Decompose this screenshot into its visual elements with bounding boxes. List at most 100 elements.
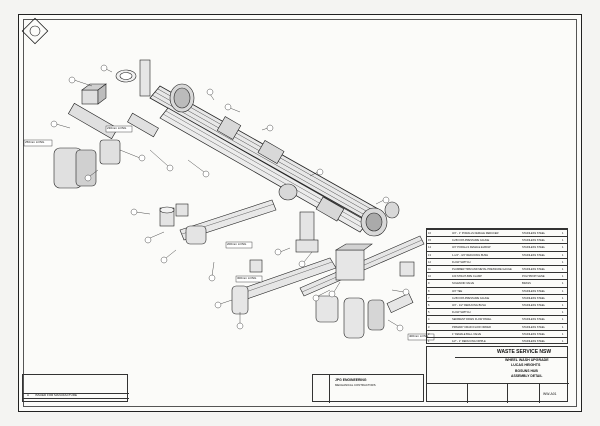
bom-row: 9 SOLENOID VALVE BRASS 1 <box>426 279 568 287</box>
bom-qty: 1 <box>562 282 564 286</box>
bom-no: 13 <box>428 253 431 257</box>
revision-desc: ISSUED FOR MANUFACTURE <box>35 393 78 397</box>
bom-no: 7 <box>428 296 430 300</box>
bom-row: 16 3/4" - 1" PORALLS FEMALE REDUCER STAINL… <box>426 229 568 237</box>
bom-desc: FLOW SWITCH <box>452 260 471 264</box>
designer-name: JPG ENGINEERING <box>335 378 367 382</box>
bom-row: 11 PLUMBER TRIM AND METAL PRESSURE GAUGE S… <box>426 265 568 273</box>
bom-no: 1 <box>428 340 430 343</box>
callout-balloons <box>50 64 410 332</box>
bom-mat: STAINLESS STEEL <box>522 239 546 243</box>
bom-row: 13 1-1/4" - 3/4" REDUCING BUSH STAINLESS S… <box>426 250 568 259</box>
bom-qty: 1 <box>562 289 564 293</box>
drawing-frame <box>23 19 577 407</box>
bom-no: 2 <box>428 332 430 336</box>
dimension-boxes <box>23 125 435 341</box>
bom-desc: 3/4" PORALLS FEMALE ELBOW <box>452 246 491 250</box>
bom-desc: 1/2" - 1" REDUCING NIPPLE <box>452 340 486 343</box>
bom-qty: 1 <box>562 246 564 250</box>
project-name: WHEEL WASH UPGRADE <box>505 358 549 362</box>
bom-qty: 1 <box>562 275 564 279</box>
bom-qty: 1 <box>562 340 564 343</box>
bom-row: 8 3/4" TEE STAINLESS STEEL 1 <box>426 286 568 295</box>
dimension-label: 200mm LONG <box>227 242 247 247</box>
bom-row: 12 FLOW SWITCH 1 <box>426 257 568 266</box>
sheet-title-1: BOSUNS HUB <box>515 369 538 373</box>
bom-no: 16 <box>428 232 431 235</box>
bom-no: 14 <box>428 246 431 250</box>
bom-no: 10 <box>428 275 431 279</box>
company-name: WASTE SERVICE NSW <box>497 349 552 355</box>
bom-row: 15 0-250 KPA PRESSURE GAUGE STAINLESS STEE… <box>426 236 568 244</box>
bom-desc: 3/4" - 1" PORALLS FEMALE REDUCER <box>452 232 499 235</box>
bom-mat: STAINLESS STEEL <box>522 253 546 257</box>
site-name: LUCAS HEIGHTS <box>511 363 541 367</box>
dimension-label: 400mm LONG <box>409 334 429 339</box>
bom-no: 5 <box>428 311 430 315</box>
bom-row: 10 100 STRAIT-BPE CLAMP POLYPROPYLENE 1 <box>426 272 568 280</box>
dimension-label: 300mm LONG <box>237 276 257 281</box>
bom-mat: STAINLESS STEEL <box>522 268 546 271</box>
bom-mat: STAINLESS STEEL <box>522 340 546 343</box>
bom-desc: 3/4" - 1/2" REDUCING BUSH <box>452 304 486 307</box>
bom-row: 6 3/4" - 1/2" REDUCING BUSH STAINLESS STEE… <box>426 301 568 309</box>
bom-mat: BRASS <box>522 282 531 286</box>
sheet-title-2: ASSEMBLY DETAIL <box>511 374 543 378</box>
lower-pipe-assembly <box>231 235 425 339</box>
middle-branch <box>159 199 319 253</box>
designer-block: JPG ENGINEERING MECHANICAL CONTRACTORS <box>312 374 424 403</box>
bom-row: 1 1/2" - 1" REDUCING NIPPLE STAINLESS STEE… <box>426 337 568 345</box>
bom-mat: STAINLESS STEEL <box>522 332 546 336</box>
bom-qty: 1 <box>562 332 564 336</box>
bom-desc: 1" FEMALE BALL VALVE <box>452 332 482 336</box>
bom-table <box>426 228 568 344</box>
bom-qty: 1 <box>562 296 564 300</box>
bom-no: 3 <box>428 325 430 329</box>
bom-qty: 1 <box>562 260 564 264</box>
bom-no: 9 <box>428 282 430 286</box>
bom-no: 12 <box>428 260 431 264</box>
bom-mat: STAINLESS STEEL <box>522 232 546 235</box>
upper-fittings <box>169 83 400 237</box>
bom-desc: SOLENOID VALVE <box>452 282 475 286</box>
corner-logo <box>21 17 49 45</box>
bom-row: 3 PRIMARY DRAIN FLOW ORDER STAINLESS STEEL… <box>426 322 568 331</box>
dimension-label: 250mm LONG <box>25 140 45 145</box>
bom-desc: 0-250 KPA PRESSURE GAUGE <box>452 239 490 243</box>
bom-no: 11 <box>428 268 431 271</box>
title-block: WASTE SERVICE NSW WHEEL WASH UPGRADE LUC… <box>426 346 569 403</box>
bom-qty: 1 <box>562 318 564 322</box>
bom-mat: POLYPROPYLENE <box>522 275 545 279</box>
bom-desc: SEDIMENT DRAIN FLOW PANEL <box>452 318 492 322</box>
bom-qty: 1 <box>562 325 564 329</box>
bom-qty: 1 <box>562 239 564 243</box>
bom-mat: STAINLESS STEEL <box>522 304 546 307</box>
bom-desc: PLUMBER TRIM AND METAL PRESSURE GAUGE <box>452 268 512 271</box>
bom-no: 15 <box>428 239 431 243</box>
bom-no: 4 <box>428 318 430 322</box>
bom-row: 14 3/4" PORALLS FEMALE ELBOW STAINLESS STE… <box>426 243 568 251</box>
bom-no: 8 <box>428 289 430 293</box>
bom-desc: 100 STRAIT-BPE CLAMP <box>452 275 482 279</box>
bom-desc: 3/4" TEE <box>452 289 463 293</box>
bom-row: 2 1" FEMALE BALL VALVE STAINLESS STEEL 1 <box>426 329 568 338</box>
revision-no: A <box>27 393 30 397</box>
drawing-number: WW-A01 <box>543 392 557 396</box>
bom-desc: 0-250 KPA PRESSURE GAUGE <box>452 296 490 300</box>
dimension-label: 230mm LONG <box>107 126 127 131</box>
bom-no: 6 <box>428 304 430 307</box>
bom-qty: 1 <box>562 253 564 257</box>
bom-qty: 1 <box>562 268 564 271</box>
revision-block: A ISSUED FOR MANUFACTURE <box>22 374 129 402</box>
bom-mat: STAINLESS STEEL <box>522 289 546 293</box>
bom-mat: STAINLESS STEEL <box>522 246 546 250</box>
designer-sub: MECHANICAL CONTRACTORS <box>335 383 376 387</box>
bom-qty: 1 <box>562 304 564 307</box>
bom-desc: PRIMARY DRAIN FLOW ORDER <box>452 325 491 329</box>
bom-mat: STAINLESS STEEL <box>522 325 546 329</box>
bom-desc: 1-1/4" - 3/4" REDUCING BUSH <box>452 253 489 257</box>
